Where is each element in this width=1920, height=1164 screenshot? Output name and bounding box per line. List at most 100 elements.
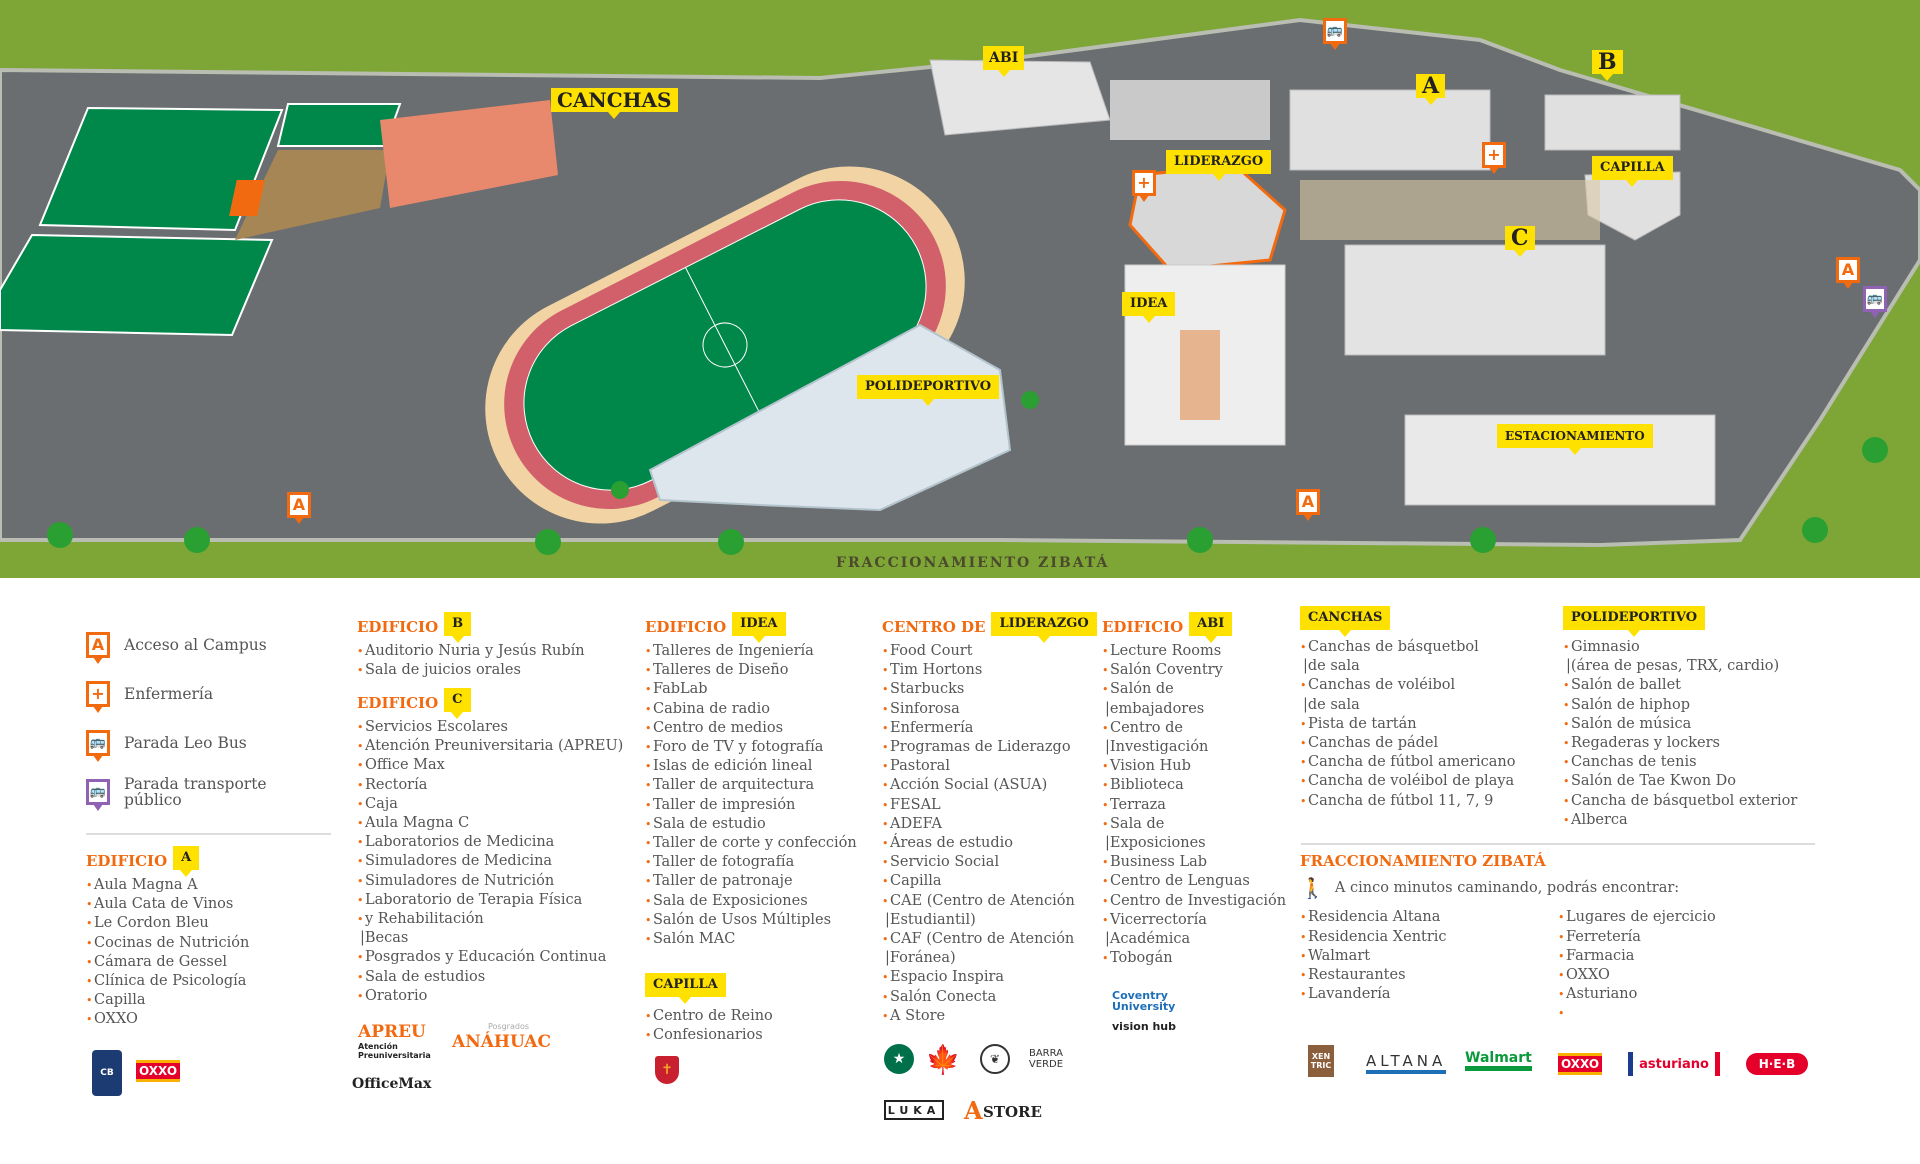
list-item: Canchas de básquetbol <box>1300 638 1515 657</box>
building-a <box>1289 89 1491 171</box>
heb-logo: H·E·B <box>1746 1053 1808 1075</box>
list-item: Taller de corte y confección <box>645 834 857 853</box>
list-item: Centro de Reino <box>645 1007 773 1026</box>
liderazgo-list: Food CourtTim HortonsStarbucksSinforosaE… <box>882 642 1097 1026</box>
list-item: Programas de Liderazgo <box>882 738 1097 757</box>
section-edificio-b: EDIFICIO B Auditorio Nuria y Jesús RubínS… <box>357 612 585 681</box>
list-item: Vision Hub <box>1102 757 1286 776</box>
list-item: Canchas de pádel <box>1300 734 1515 753</box>
access-pin-south[interactable]: A <box>1296 489 1320 521</box>
list-item: Walmart <box>1300 947 1558 966</box>
map-label-building-c[interactable]: C <box>1505 226 1535 257</box>
list-item: Canchas de voléibol <box>1300 676 1515 695</box>
list-item: Biblioteca <box>1102 776 1286 795</box>
list-item: Acción Social (ASUA) <box>882 776 1097 795</box>
list-item: OXXO <box>1558 966 1716 985</box>
list-item: Capilla <box>882 872 1097 891</box>
section-word: EDIFICIO <box>357 618 439 636</box>
leo-bus-pin[interactable]: 🚌 <box>1323 18 1347 50</box>
nurse-pin-liderazgo[interactable]: + <box>1132 170 1156 202</box>
list-item: Salón de Tae Kwon Do <box>1563 772 1797 791</box>
list-item: Salón de hiphop <box>1563 696 1797 715</box>
nurse-pin-building-a[interactable]: + <box>1482 142 1506 174</box>
apreu-logo: APREU <box>358 1022 426 1042</box>
public-transport-key-label: Parada transporte público <box>124 774 267 809</box>
section-word: EDIFICIO <box>357 694 439 712</box>
building-b <box>1544 94 1681 151</box>
list-item: |embajadores <box>1105 700 1205 717</box>
section-word: EDIFICIO <box>1102 618 1184 636</box>
list-item: Aula Cata de Vinos <box>86 895 249 914</box>
section-tag: ABI <box>1189 612 1233 643</box>
section-tag: LIDERAZGO <box>991 612 1097 643</box>
list-item: Cabina de radio <box>645 700 857 719</box>
coventry-logo: Coventry University <box>1112 989 1176 1013</box>
list-item: Tim Hortons <box>882 661 1097 680</box>
list-item: Simuladores de Medicina <box>357 852 623 871</box>
nurse-key-label: Enfermería <box>124 684 214 703</box>
map-drawing <box>0 0 1920 578</box>
capilla-shield-logo: ✝ <box>655 1056 679 1084</box>
list-item: Business Lab <box>1102 853 1286 872</box>
list-item: Espacio Inspira <box>882 968 1097 987</box>
list-item: Aula Magna C <box>357 814 623 833</box>
map-label-idea[interactable]: IDEA <box>1122 292 1176 323</box>
list-item: Taller de fotografía <box>645 853 857 872</box>
map-label-building-a[interactable]: A <box>1416 74 1446 105</box>
map-label-liderazgo[interactable]: LIDERAZGO <box>1166 150 1272 181</box>
map-label-abi[interactable]: ABI <box>983 46 1025 77</box>
sinforosa-logo: ❦ <box>980 1044 1010 1074</box>
list-item: Rectoría <box>357 776 623 795</box>
luka-logo: LUKA <box>884 1100 944 1120</box>
list-item: Posgrados y Educación Continua <box>357 948 623 967</box>
map-label-building-b[interactable]: B <box>1592 50 1623 81</box>
list-item: |Foránea) <box>885 950 956 967</box>
courts-area <box>235 150 390 240</box>
access-pin-southwest[interactable]: A <box>287 492 311 524</box>
list-item: CAF (Centro de Atención <box>882 930 1097 949</box>
visionhub-logo: vision hub <box>1112 1020 1177 1033</box>
list-item: Cámara de Gessel <box>86 953 249 972</box>
section-tag: CANCHAS <box>1300 606 1391 637</box>
map-label-estacionamiento[interactable]: ESTACIONAMIENTO <box>1497 424 1653 455</box>
list-item: Servicios Escolares <box>357 718 623 737</box>
access-pin-east[interactable]: A <box>1836 257 1860 289</box>
map-label-canchas[interactable]: CANCHAS <box>551 88 678 119</box>
list-item: Centro de <box>1102 719 1286 738</box>
section-tag: POLIDEPORTIVO <box>1563 606 1706 637</box>
list-item: Pista de tartán <box>1300 715 1515 734</box>
zibata-title: FRACCIONAMIENTO ZIBATÁ <box>1300 852 1546 870</box>
polideportivo-building <box>648 323 1012 512</box>
list-item: Vicerrectoría <box>1102 911 1286 930</box>
list-item: Office Max <box>357 756 623 775</box>
list-item: Centro de Lenguas <box>1102 872 1286 891</box>
list-item: Sala de <box>1102 815 1286 834</box>
map-label-polideportivo[interactable]: POLIDEPORTIVO <box>857 375 1000 406</box>
list-item: Asturiano <box>1558 985 1716 1004</box>
section-canchas: CANCHAS Canchas de básquetbol|de salaCan… <box>1300 606 1515 811</box>
edificio-idea-list: Talleres de IngenieríaTalleres de Diseño… <box>645 642 857 949</box>
list-item: Regaderas y lockers <box>1563 734 1797 753</box>
list-item: Cancha de voléibol de playa <box>1300 772 1515 791</box>
map-label-capilla[interactable]: CAPILLA <box>1592 156 1673 187</box>
list-item: OXXO <box>86 1010 249 1029</box>
basketball-court <box>229 180 265 216</box>
list-item: |Estudiantil) <box>885 911 976 928</box>
list-item: |Exposiciones <box>1105 835 1206 852</box>
list-item: Salón Coventry <box>1102 661 1286 680</box>
public-transport-pin[interactable]: 🚌 <box>1863 286 1887 318</box>
list-item: FabLab <box>645 680 857 699</box>
edificio-b-list: Auditorio Nuria y Jesús RubínSala de jui… <box>357 642 585 681</box>
altana-logo: ALTANA <box>1366 1052 1447 1074</box>
astore-logo: STORE <box>983 1103 1042 1121</box>
list-item: Caja <box>357 795 623 814</box>
list-item: Cocinas de Nutrición <box>86 934 249 953</box>
nurse-key-icon: + <box>86 680 110 713</box>
section-tag: B <box>444 612 472 643</box>
list-item: Clínica de Psicología <box>86 972 249 991</box>
edificio-c-list: Servicios EscolaresAtención Preuniversit… <box>357 718 623 1006</box>
list-item: Sala de Exposiciones <box>645 892 857 911</box>
list-item: Ferretería <box>1558 928 1716 947</box>
